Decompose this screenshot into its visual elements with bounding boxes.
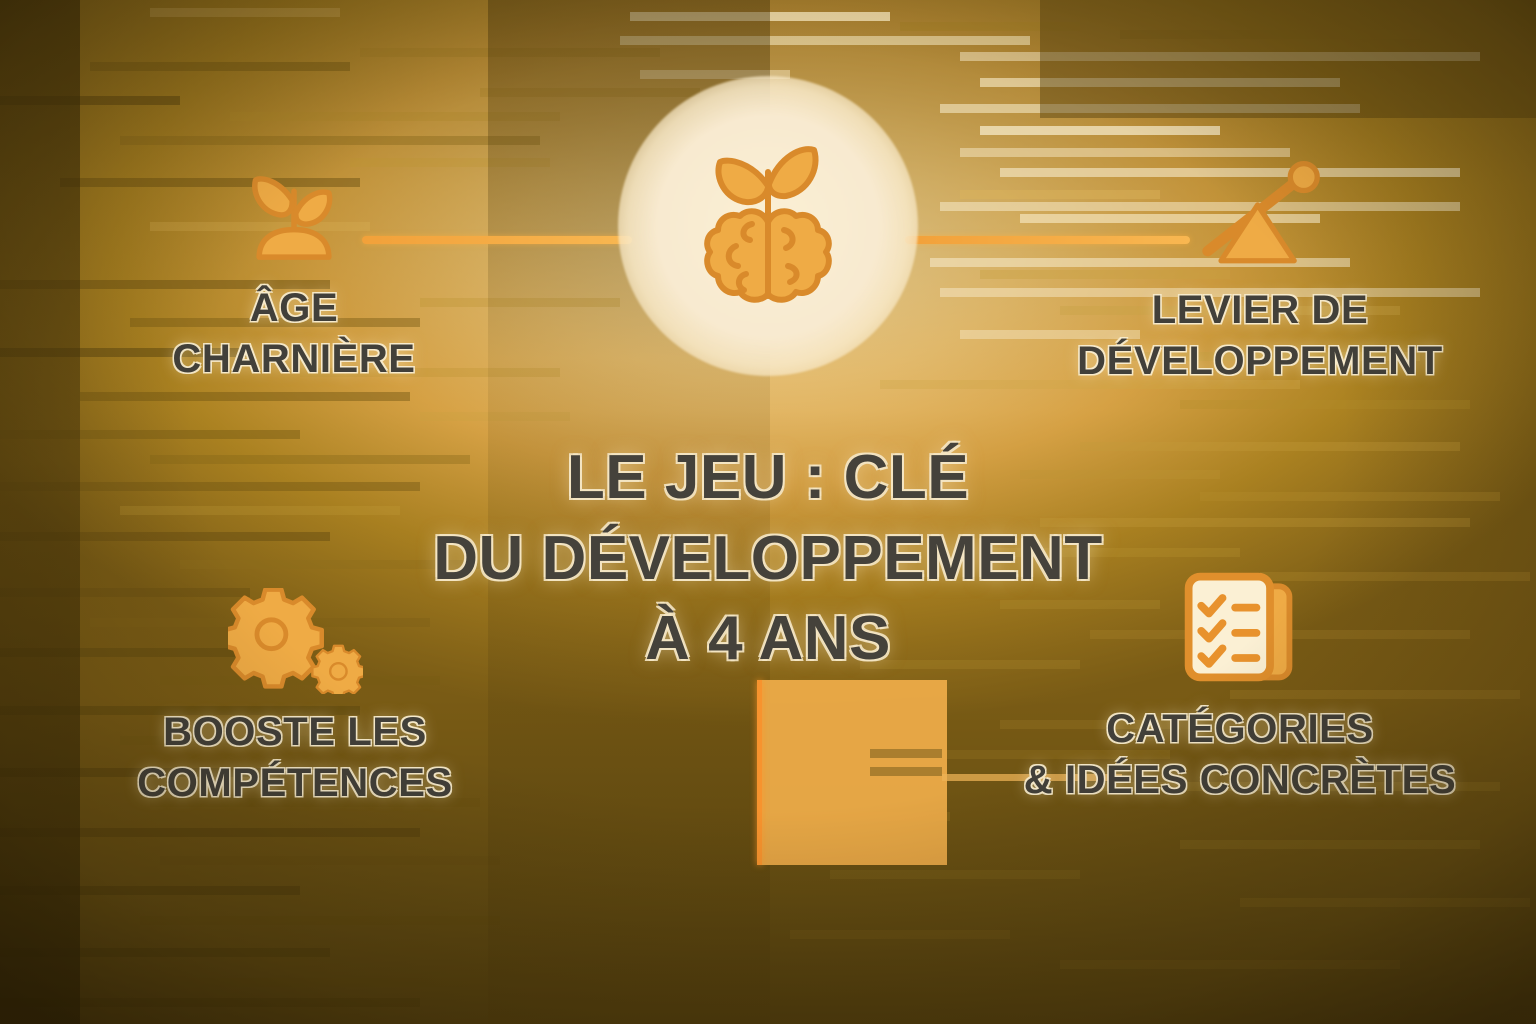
accent-block-slot-1 xyxy=(870,749,942,758)
glitch-bar xyxy=(80,392,410,401)
glitch-bar xyxy=(1180,400,1470,409)
glitch-bar xyxy=(90,62,350,71)
node-label: CATÉGORIES & IDÉES CONCRÈTES xyxy=(1023,707,1457,803)
glitch-bar xyxy=(360,48,660,57)
accent-block-edge xyxy=(757,680,762,865)
glitch-bar xyxy=(420,412,570,421)
glitch-bar xyxy=(960,52,1480,61)
glitch-bar xyxy=(120,136,540,145)
glitch-bar xyxy=(0,430,300,439)
node-age-charniere[interactable]: ÂGE CHARNIÈRE xyxy=(104,160,484,385)
node-label: ÂGE CHARNIÈRE xyxy=(172,286,416,382)
lever-fulcrum-icon xyxy=(1198,160,1323,277)
glitch-bar xyxy=(0,828,420,837)
glitch-bar xyxy=(0,96,180,105)
left-dark-column xyxy=(0,0,80,1024)
glitch-bar xyxy=(0,948,330,957)
top-right-dim-band xyxy=(1040,0,1536,118)
glitch-bar xyxy=(980,126,1220,135)
glitch-bar xyxy=(1060,960,1400,969)
glitch-bar xyxy=(620,36,1030,45)
glitch-bar xyxy=(940,104,1360,113)
glitch-bar xyxy=(980,78,1340,87)
glitch-bar xyxy=(150,8,340,17)
node-label: LEVIER DE DÉVELOPPEMENT xyxy=(1077,288,1443,384)
seedling-icon xyxy=(239,160,349,275)
node-levier-de-developpement[interactable]: LEVIER DE DÉVELOPPEMENT xyxy=(1040,160,1480,387)
brain-sprout-icon xyxy=(668,126,868,326)
glitch-bar xyxy=(1240,898,1530,907)
glitch-bar xyxy=(170,978,470,987)
glitch-bar xyxy=(960,148,1290,157)
glitch-bar xyxy=(480,88,700,97)
node-label: BOOSTE LES COMPÉTENCES xyxy=(137,710,453,806)
glitch-bar xyxy=(900,22,1080,31)
glitch-bar xyxy=(0,998,420,1007)
glitch-bar xyxy=(160,856,500,865)
glitch-bar xyxy=(630,12,890,21)
glitch-bar xyxy=(1120,30,1420,39)
glitch-bar xyxy=(830,870,1080,879)
glitch-bar xyxy=(140,916,500,925)
glitch-bar xyxy=(230,112,560,121)
accent-block-slot-2 xyxy=(870,767,942,776)
page-title: LE JEU : CLÉ DU DÉVELOPPEMENT À 4 ANS xyxy=(433,443,1103,674)
glitch-bar xyxy=(0,886,300,895)
glitch-bar xyxy=(790,930,1010,939)
glitch-bar xyxy=(1180,840,1480,849)
